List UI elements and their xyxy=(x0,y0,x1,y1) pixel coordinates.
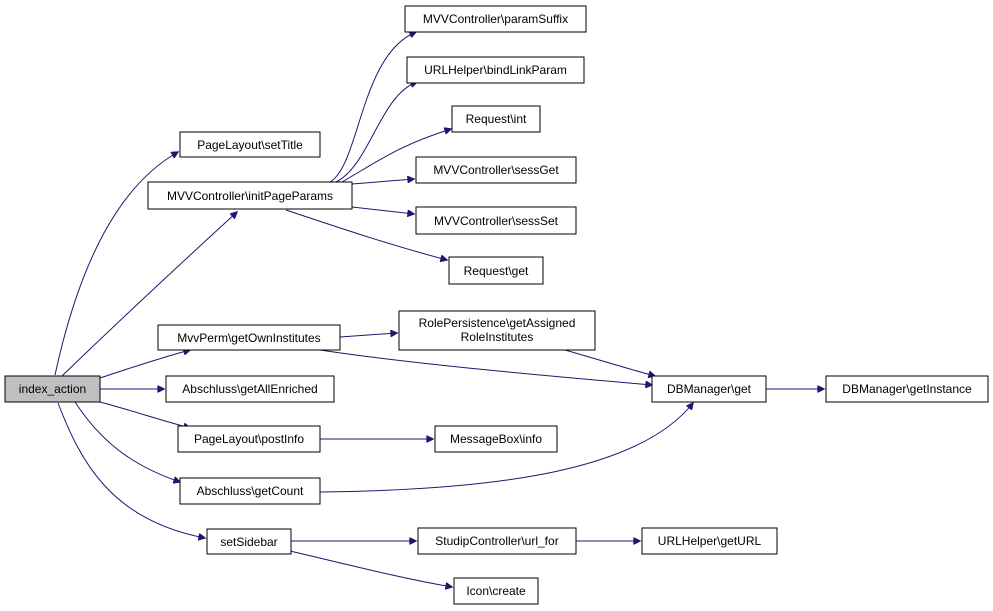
node-dbmanager-get[interactable]: DBManager\get xyxy=(651,375,767,403)
node-dbmanager-get-instance[interactable]: DBManager\getInstance xyxy=(825,375,989,403)
node-mvv-sess-get[interactable]: MVVController\sessGet xyxy=(415,156,577,184)
edge-index-to-getcount xyxy=(74,401,180,482)
edge-setsidebar-to-iconcreate xyxy=(289,550,452,587)
node-abschluss-get-all-enriched-label: Abschluss\getAllEnriched xyxy=(182,382,317,396)
node-request-int[interactable]: Request\int xyxy=(451,105,541,133)
node-index-action[interactable]: index_action xyxy=(4,375,101,403)
node-abschluss-get-all-enriched[interactable]: Abschluss\getAllEnriched xyxy=(165,375,335,403)
node-role-persistence[interactable]: RolePersistence\getAssigned RoleInstitut… xyxy=(398,310,596,351)
edge-getcount-to-dbmanagerget xyxy=(319,403,693,493)
node-dbmanager-get-label: DBManager\get xyxy=(667,382,752,396)
node-studip-url-for-label: StudipController\url_for xyxy=(435,534,558,548)
node-index-action-label: index_action xyxy=(19,382,86,396)
node-role-persistence-label-1: RolePersistence\getAssigned xyxy=(419,316,576,330)
node-set-sidebar[interactable]: setSidebar xyxy=(206,528,292,555)
node-set-sidebar-label: setSidebar xyxy=(220,535,277,549)
node-page-layout-post-info[interactable]: PageLayout\postInfo xyxy=(177,425,321,453)
node-url-bind-link-param[interactable]: URLHelper\bindLinkParam xyxy=(406,56,585,84)
edge-index-to-getowninstitutes xyxy=(99,350,190,379)
node-page-layout-set-title[interactable]: PageLayout\setTitle xyxy=(179,131,321,158)
node-mvv-param-suffix-label: MVVController\paramSuffix xyxy=(423,12,568,26)
node-mvv-sess-get-label: MVVController\sessGet xyxy=(433,163,559,177)
node-page-layout-set-title-label: PageLayout\setTitle xyxy=(197,138,303,152)
edge-init-to-paramsuffix xyxy=(329,32,416,183)
edge-owninst-to-dbmanagerget xyxy=(319,349,652,385)
edge-owninst-to-rolepersistence xyxy=(339,333,397,338)
edge-init-to-sessset xyxy=(351,206,414,214)
node-mvvperm-get-own-institutes-label: MvvPerm\getOwnInstitutes xyxy=(177,331,320,345)
edge-init-to-bindlinkparam xyxy=(335,82,417,183)
edge-index-to-settitle xyxy=(54,152,178,376)
node-page-layout-post-info-label: PageLayout\postInfo xyxy=(194,432,304,446)
node-mvv-sess-set-label: MVVController\sessSet xyxy=(434,214,559,228)
node-mvv-init-page-params-label: MVVController\initPageParams xyxy=(167,189,333,203)
node-abschluss-get-count-label: Abschluss\getCount xyxy=(197,484,304,498)
node-message-box-info[interactable]: MessageBox\info xyxy=(434,425,558,453)
node-url-get-url[interactable]: URLHelper\getURL xyxy=(641,527,778,555)
edge-index-to-initpageparams xyxy=(61,212,237,377)
node-mvvperm-get-own-institutes[interactable]: MvvPerm\getOwnInstitutes xyxy=(157,324,341,351)
edge-index-to-setsidebar xyxy=(57,402,205,538)
node-request-get-label: Request\get xyxy=(464,264,529,278)
edge-init-to-sessget xyxy=(351,179,414,185)
node-studip-url-for[interactable]: StudipController\url_for xyxy=(417,527,577,555)
node-mvv-param-suffix[interactable]: MVVController\paramSuffix xyxy=(404,5,587,33)
node-icon-create-label: Icon\create xyxy=(466,584,526,598)
nodes: index_action PageLayout\setTitle MVVCont… xyxy=(4,5,989,605)
node-request-get[interactable]: Request\get xyxy=(448,256,544,285)
edges xyxy=(54,32,824,587)
node-icon-create[interactable]: Icon\create xyxy=(453,577,539,605)
edge-rolepersistence-to-dbmanagerget xyxy=(564,349,655,376)
edge-init-to-requestint xyxy=(341,129,451,183)
edge-init-to-requestget xyxy=(285,209,447,260)
node-mvv-sess-set[interactable]: MVVController\sessSet xyxy=(415,206,577,235)
node-mvv-init-page-params[interactable]: MVVController\initPageParams xyxy=(147,181,353,210)
node-url-bind-link-param-label: URLHelper\bindLinkParam xyxy=(424,63,567,77)
node-url-get-url-label: URLHelper\getURL xyxy=(658,534,762,548)
node-abschluss-get-count[interactable]: Abschluss\getCount xyxy=(179,477,321,505)
node-dbmanager-get-instance-label: DBManager\getInstance xyxy=(842,382,972,396)
edge-index-to-postinfo xyxy=(99,401,190,428)
node-role-persistence-label-2: RoleInstitutes xyxy=(461,330,534,344)
node-request-int-label: Request\int xyxy=(466,112,527,126)
node-message-box-info-label: MessageBox\info xyxy=(450,432,542,446)
